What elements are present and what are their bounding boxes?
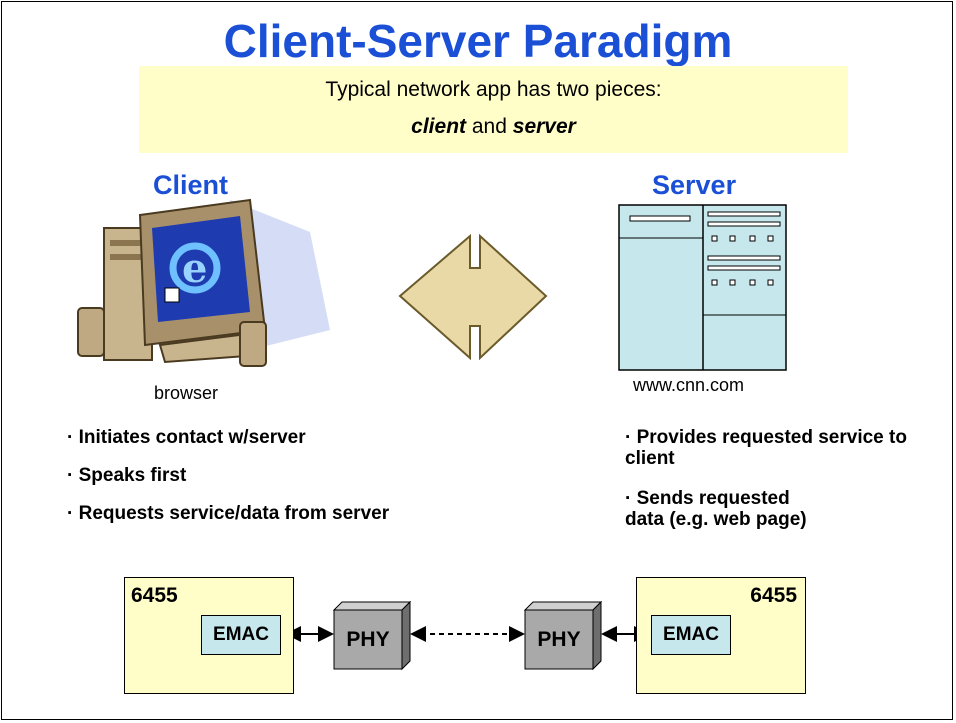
right-emac-block: EMAC: [651, 615, 731, 655]
left-phy-block: [332, 600, 412, 671]
server-bullet-1: · Provides requested service to client: [625, 427, 907, 469]
subtitle-line2: client and server: [139, 115, 848, 139]
right-phy-label: PHY: [537, 628, 581, 651]
left-phy-label: PHY: [346, 628, 390, 651]
right-board-label: 6455: [750, 584, 797, 607]
client-heading: Client: [153, 170, 229, 200]
double-arrow-icon: [398, 233, 548, 361]
and-word: and: [471, 115, 507, 138]
right-6455-board: 6455 EMAC: [636, 577, 806, 694]
client-word: client: [411, 115, 467, 138]
client-bullet-1: · Initiates contact w/server: [67, 427, 306, 448]
server-rack-icon: [618, 204, 787, 371]
server-word: server: [512, 115, 576, 138]
subtitle-box: Typical network app has two pieces: clie…: [139, 66, 848, 153]
client-bullet-2: · Speaks first: [67, 465, 187, 486]
left-6455-board: 6455 EMAC: [124, 577, 294, 694]
server-heading: Server: [652, 170, 737, 200]
client-computer-icon: e: [77, 198, 330, 367]
slide-title: Client-Server Paradigm: [223, 15, 733, 67]
right-phy-block: [523, 600, 603, 671]
server-caption: www.cnn.com: [633, 375, 745, 395]
client-caption: browser: [154, 383, 219, 403]
client-bullet-3: · Requests service/data from server: [67, 503, 390, 524]
left-board-label: 6455: [131, 584, 178, 607]
left-emac-block: EMAC: [201, 615, 281, 655]
svg-text:e: e: [182, 245, 207, 292]
subtitle-line1: Typical network app has two pieces:: [325, 78, 662, 101]
server-bullet-2: · Sends requested data (e.g. web page): [625, 488, 807, 530]
